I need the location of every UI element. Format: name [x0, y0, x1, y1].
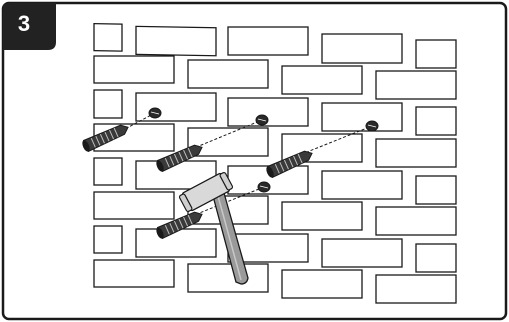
alignment-guides: [107, 112, 373, 221]
drill-hole-icon: [148, 107, 379, 193]
hammer-icon: [178, 171, 249, 285]
wall-plug-icon: [82, 124, 313, 240]
brick-wall-icon: [93, 22, 457, 304]
step-badge-bg: [3, 3, 56, 50]
step-number-badge: 3: [17, 11, 31, 36]
